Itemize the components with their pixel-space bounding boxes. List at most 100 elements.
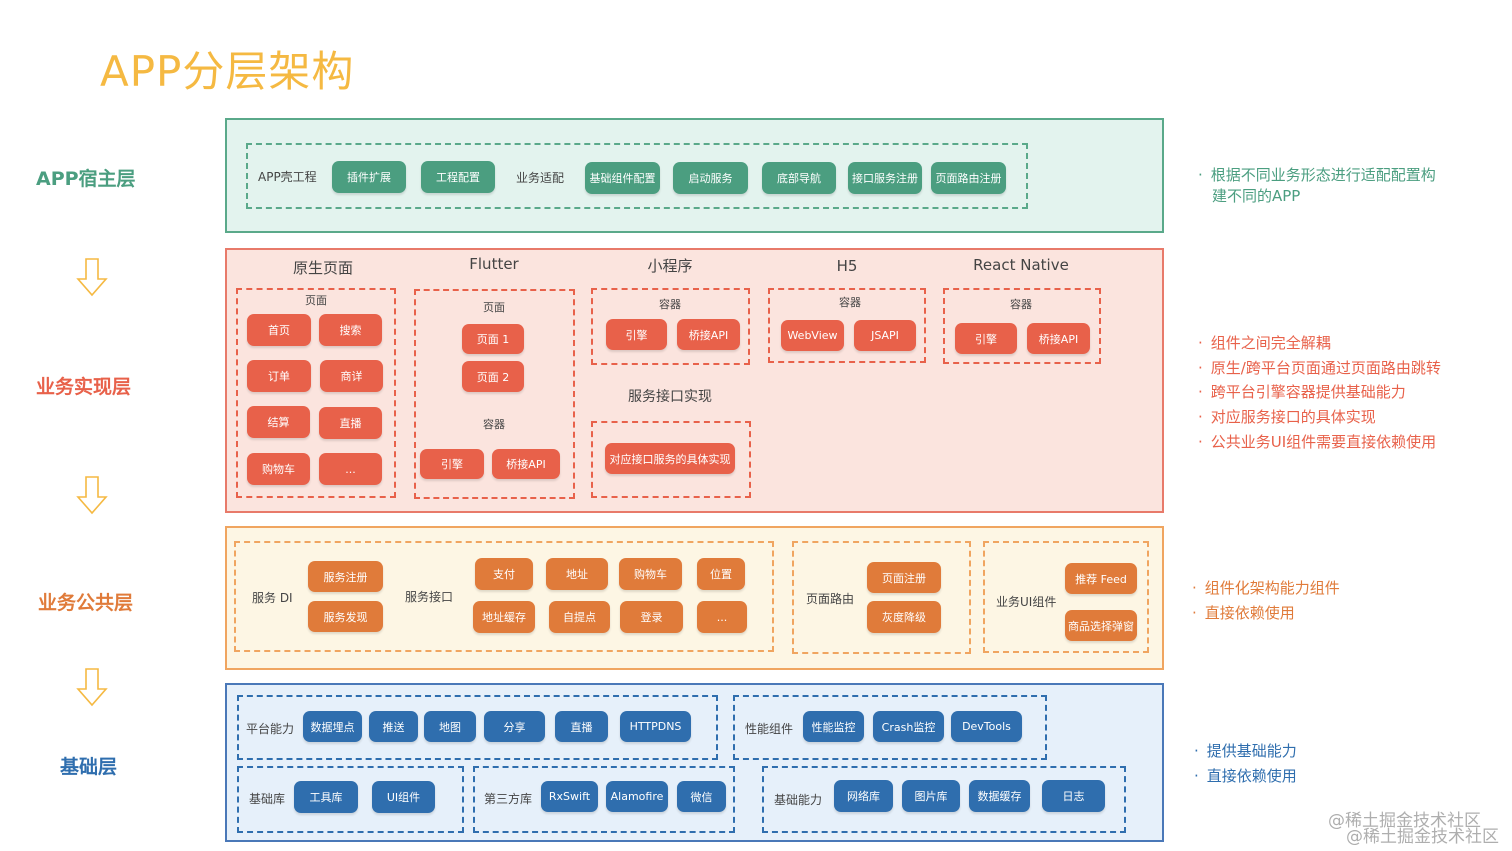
lib-label: 基础库 [249, 792, 286, 806]
arrow-down-icon [76, 258, 108, 297]
flutter-page-pill: 页面 2 [462, 361, 524, 392]
api-pill: 登录 [620, 601, 683, 633]
note-item: 直接依赖使用 [1192, 601, 1340, 626]
route-label: 页面路由 [806, 592, 855, 606]
flutter-pill: 桥接API [492, 449, 560, 479]
mini-container-label: 容器 [659, 298, 681, 311]
impl-group [591, 421, 751, 498]
native-pill: 购物车 [247, 453, 310, 485]
platform-pill: 推送 [369, 711, 418, 742]
flutter-container-label: 容器 [483, 418, 505, 431]
route-pill: 页面注册 [867, 562, 941, 593]
perf-pill: Crash监控 [873, 711, 944, 742]
note-item: 组件化架构能力组件 [1192, 576, 1340, 601]
perf-label: 性能组件 [745, 722, 794, 736]
host-pill: 页面路由注册 [931, 162, 1006, 194]
note-item: 根据不同业务形态进行适配配置构 [1198, 163, 1436, 188]
flutter-title: Flutter [469, 255, 519, 273]
api-pill: 地址 [546, 558, 608, 590]
note-item: 公共业务UI组件需要直接依赖使用 [1198, 430, 1441, 455]
native-pill: 直播 [319, 407, 382, 439]
note-item: 组件之间完全解耦 [1198, 331, 1441, 356]
api-pill: 位置 [697, 558, 745, 590]
rn-group [943, 288, 1101, 364]
platform-pill: 地图 [424, 711, 476, 742]
ability-group [762, 766, 1126, 833]
third-pill: 微信 [677, 781, 726, 812]
platform-pill: HTTPDNS [620, 711, 691, 742]
host-pill: 插件扩展 [332, 161, 406, 193]
h5-pill: WebView [781, 320, 844, 351]
third-pill: RxSwift [541, 781, 598, 812]
impl-title: 服务接口实现 [628, 389, 712, 405]
third-label: 第三方库 [484, 792, 533, 806]
ability-pill: 数据缓存 [969, 780, 1030, 812]
native-pill: 订单 [247, 360, 311, 392]
api-pill: 自提点 [549, 601, 610, 633]
note-item-continued: 建不同的APP [1198, 184, 1436, 209]
layer-label-business: 业务实现层 [36, 376, 132, 398]
native-pill: 搜索 [319, 314, 382, 346]
h5-container-label: 容器 [839, 296, 861, 309]
native-pill: 商详 [320, 360, 383, 392]
host-group [246, 143, 1028, 209]
note-item: 跨平台引擎容器提供基础能力 [1198, 380, 1441, 405]
page-title: APP分层架构 [100, 47, 355, 96]
route-pill: 灰度降级 [867, 601, 941, 633]
host-adapt-label: 业务适配 [516, 171, 565, 185]
di-label: 服务 DI [252, 591, 293, 605]
host-pill: 基础组件配置 [585, 162, 660, 194]
api-pill: 支付 [475, 558, 533, 590]
layer-label-base: 基础层 [60, 756, 118, 778]
layer-label-common: 业务公共层 [38, 592, 134, 614]
rn-title: React Native [973, 256, 1069, 274]
watermark: @稀土掘金技术社区 [1328, 811, 1481, 831]
perf-pill: DevTools [951, 711, 1022, 742]
rn-pill: 引擎 [955, 323, 1017, 354]
platform-label: 平台能力 [246, 722, 295, 736]
platform-pill: 直播 [555, 711, 608, 742]
arrow-down-icon [76, 668, 108, 707]
native-group [236, 288, 396, 498]
flutter-pill: 引擎 [420, 449, 484, 479]
perf-group [733, 695, 1047, 760]
native-pill: 首页 [247, 314, 311, 346]
host-shell-label: APP壳工程 [258, 170, 317, 184]
impl-pill: 对应接口服务的具体实现 [605, 443, 735, 474]
ui-pill: 商品选择弹窗 [1065, 610, 1137, 641]
perf-pill: 性能监控 [803, 711, 864, 742]
native-title: 原生页面 [292, 259, 354, 277]
ability-label: 基础能力 [774, 793, 823, 807]
note-item: 原生/跨平台页面通过页面路由跳转 [1198, 356, 1441, 381]
ui-group [983, 541, 1149, 653]
arrow-down-icon [76, 476, 108, 515]
api-label: 服务接口 [405, 590, 454, 604]
native-pill: ... [319, 453, 382, 485]
lib-pill: UI组件 [372, 781, 435, 813]
third-pill: Alamofire [606, 781, 668, 812]
rn-container-label: 容器 [1010, 298, 1032, 311]
h5-title: H5 [836, 257, 858, 275]
flutter-page-label: 页面 [483, 301, 505, 314]
base-notes: 提供基础能力 直接依赖使用 [1194, 739, 1297, 788]
platform-pill: 分享 [484, 711, 545, 742]
note-item: 对应服务接口的具体实现 [1198, 405, 1441, 430]
note-item: 直接依赖使用 [1194, 764, 1297, 789]
ability-pill: 图片库 [902, 780, 960, 812]
mini-group [591, 288, 750, 365]
layer-label-host: APP宿主层 [36, 168, 136, 190]
host-pill: 接口服务注册 [848, 162, 922, 194]
api-pill: ... [697, 601, 747, 633]
flutter-page-pill: 页面 1 [462, 324, 524, 354]
mini-title: 小程序 [647, 257, 693, 275]
host-pill: 启动服务 [673, 162, 748, 194]
mini-pill: 桥接API [677, 319, 740, 350]
platform-pill: 数据埋点 [303, 711, 362, 742]
h5-group [768, 288, 926, 363]
third-group [473, 766, 735, 833]
note-text: 建不同的APP [1212, 186, 1301, 205]
ability-pill: 日志 [1042, 780, 1105, 812]
ui-label: 业务UI组件 [996, 595, 1057, 609]
host-pill: 工程配置 [421, 161, 495, 193]
note-item: 提供基础能力 [1194, 739, 1297, 764]
